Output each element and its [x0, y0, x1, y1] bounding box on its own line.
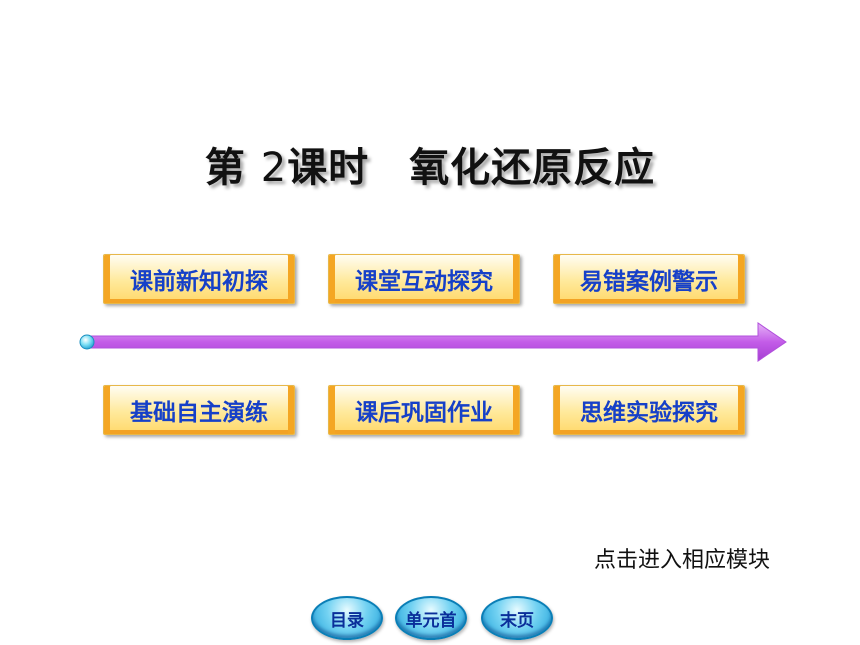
nav-label: 末页	[500, 610, 534, 631]
timeline-arrow	[79, 322, 787, 362]
lesson-title: 第 2课时氧化还原反应	[0, 140, 860, 196]
toc-button[interactable]: 目录	[311, 596, 383, 640]
module-button-homework[interactable]: 课后巩固作业	[328, 385, 520, 435]
module-label: 基础自主演练	[130, 400, 268, 426]
title-topic: 氧化还原反应	[409, 145, 656, 191]
module-label: 易错案例警示	[580, 269, 718, 295]
title-suffix: 课时	[287, 145, 370, 191]
module-button-self-practice[interactable]: 基础自主演练	[103, 385, 295, 435]
nav-label: 单元首	[405, 610, 457, 631]
module-button-error-cases[interactable]: 易错案例警示	[553, 254, 745, 304]
module-label: 课前新知初探	[130, 269, 268, 295]
module-button-thinking-experiment[interactable]: 思维实验探究	[553, 385, 745, 435]
instruction-hint: 点击进入相应模块	[593, 548, 770, 573]
unit-first-button[interactable]: 单元首	[395, 596, 467, 640]
module-button-class-inquiry[interactable]: 课堂互动探究	[328, 254, 520, 304]
module-label: 课后巩固作业	[355, 400, 493, 426]
module-button-preview[interactable]: 课前新知初探	[103, 254, 295, 304]
arrow-start-dot	[79, 334, 95, 350]
title-prefix: 第	[204, 145, 246, 191]
nav-label: 目录	[330, 610, 364, 631]
title-number: 2	[260, 145, 288, 191]
module-label: 思维实验探究	[580, 400, 718, 426]
last-page-button[interactable]: 末页	[481, 596, 553, 640]
module-label: 课堂互动探究	[355, 269, 493, 295]
